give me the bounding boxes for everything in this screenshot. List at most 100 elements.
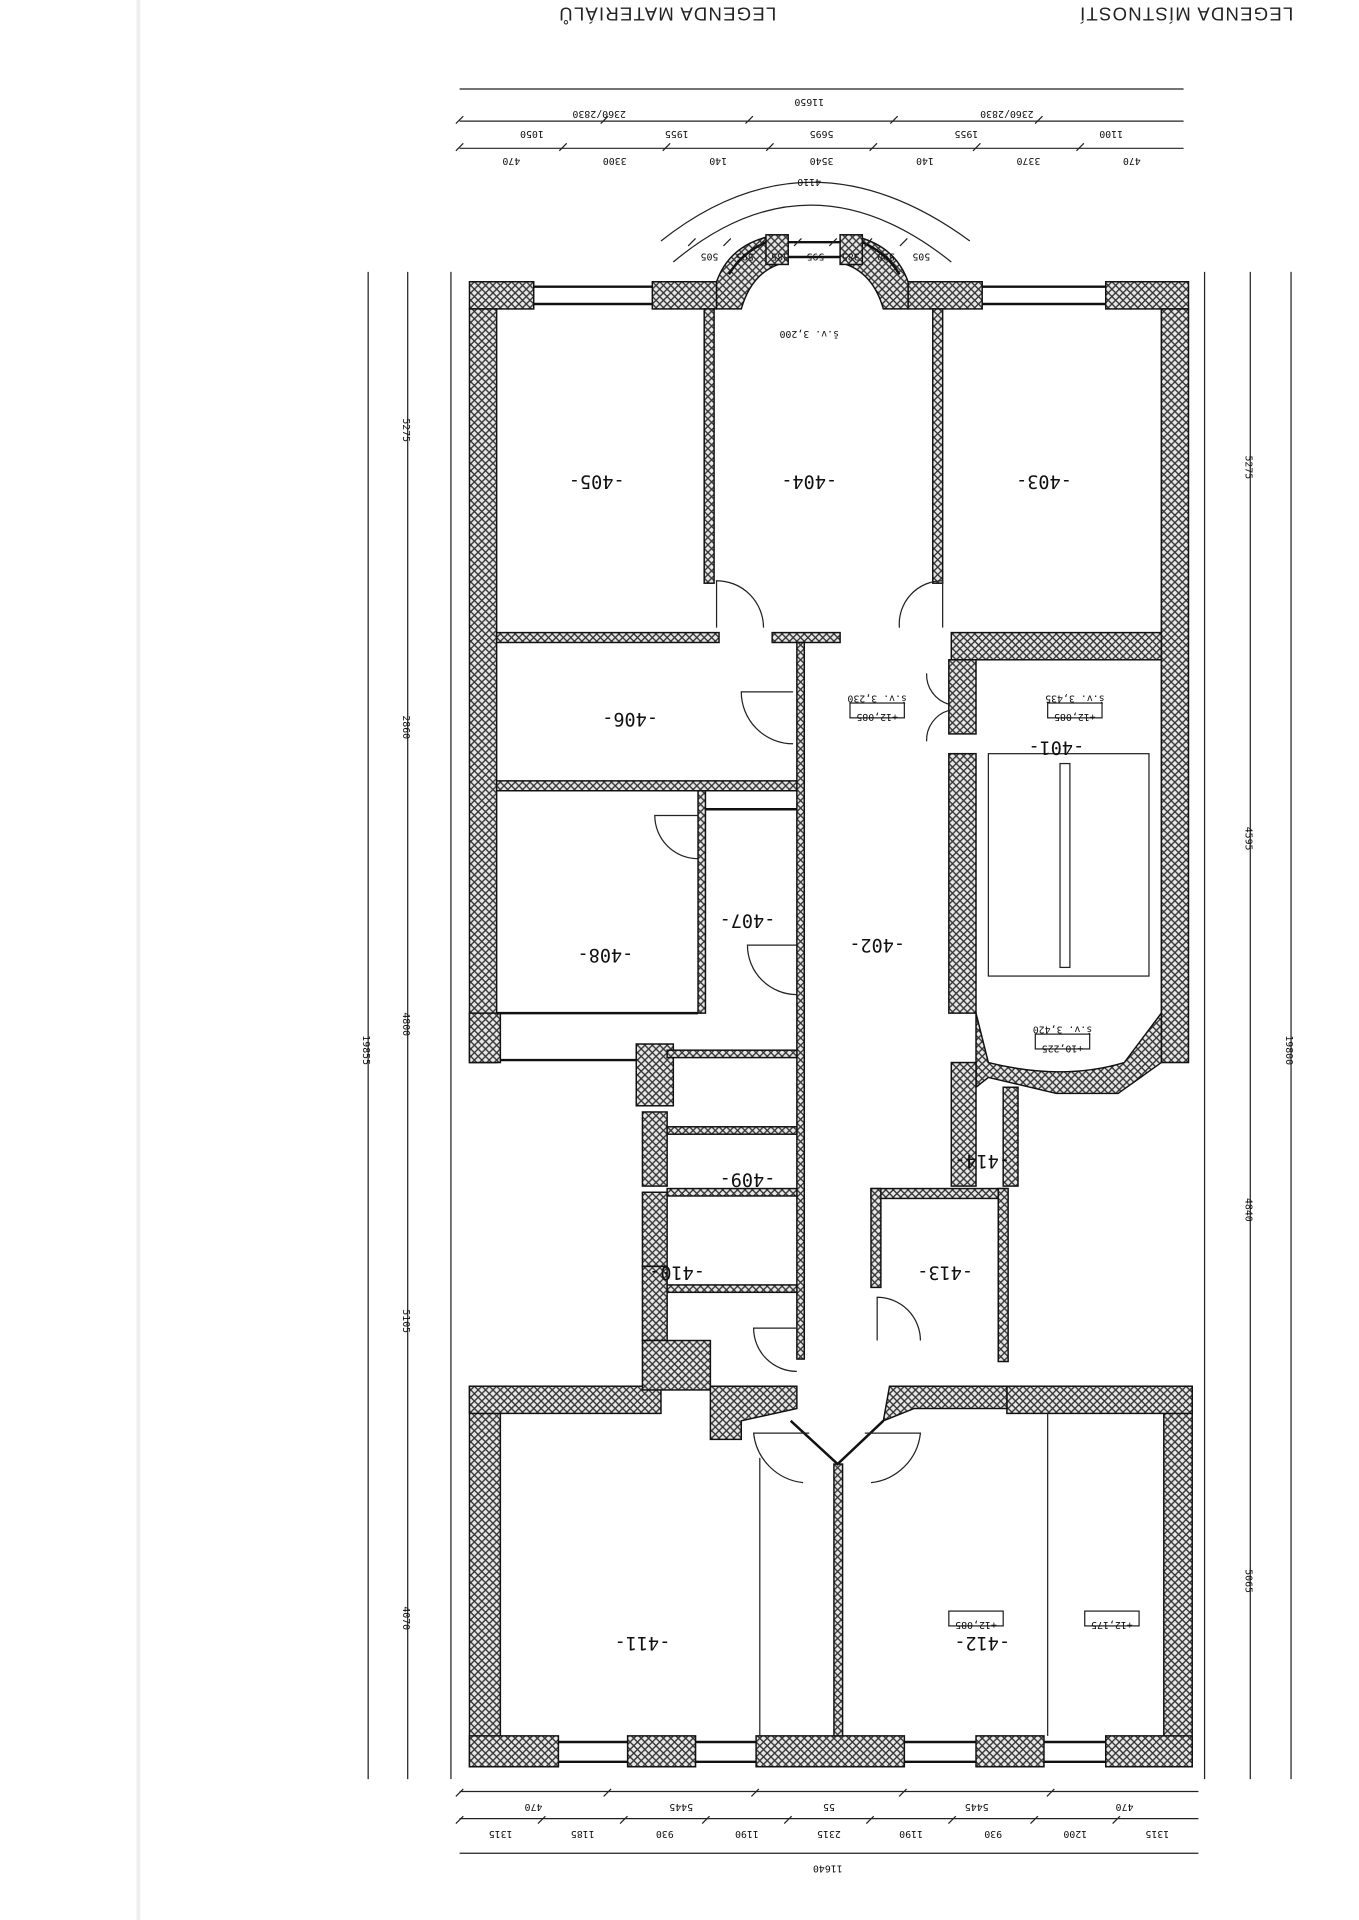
dimension-tick [687, 238, 696, 247]
dimension-tick [947, 1815, 957, 1825]
room-label-409: -409- [720, 1169, 776, 1190]
dimension-bay: 595 [736, 250, 754, 261]
room-label-406: -406- [602, 708, 658, 729]
dimension-tick [869, 142, 878, 152]
dimension-tick [745, 115, 754, 125]
dimension-right: 5275 [1242, 455, 1253, 479]
room-label-404: -404- [781, 471, 837, 492]
dimension-bay: 505 [912, 250, 930, 261]
room-label-405: -405- [569, 471, 625, 492]
dimension-tick [758, 238, 767, 247]
clear-height-label: š.v. 3,200 [779, 328, 839, 340]
dimension-tick [455, 115, 464, 125]
dimension-bottom: 1190 [899, 1828, 923, 1839]
dimension-tick [793, 238, 802, 247]
dimension-bottom: 930 [656, 1828, 674, 1839]
dimension-tick [783, 1815, 793, 1825]
dimension-tick [972, 142, 981, 152]
window-size-label: 2360/2830 [572, 108, 626, 119]
elevation-box [948, 1610, 1004, 1627]
dimension-top-walls: 3540 [810, 155, 834, 166]
dimension-bay: 385 [842, 250, 860, 261]
dimension-top: 1050 [520, 128, 544, 139]
dimension-bay: 385 [771, 250, 789, 261]
dimension-tick [455, 1788, 464, 1797]
dimension-left: 5275 [400, 418, 411, 442]
elevation-label: +12,085 [856, 711, 898, 722]
dimension-bottom: 1315 [489, 1828, 513, 1839]
room-label-407: -407- [720, 909, 776, 930]
elevation-box [1047, 702, 1103, 719]
dimension-bottom-walls: 470 [525, 1801, 543, 1812]
dimension-bottom-walls: 55 [823, 1801, 835, 1812]
dimension-tick [899, 238, 908, 247]
dimension-tick [1112, 1815, 1121, 1825]
room-label-410: -410- [649, 1261, 705, 1282]
walls [468, 234, 1193, 1768]
clear-height-label: š.v. 3,435 [1045, 693, 1105, 705]
dimension-tick [1034, 115, 1043, 125]
dimension-bottom: 1185 [571, 1828, 595, 1839]
dimension-tick [455, 1815, 464, 1825]
dimension-tick [1030, 1815, 1039, 1825]
dimension-tick [1046, 1788, 1055, 1797]
dimension-top: 1100 [1099, 128, 1123, 139]
dimension-left: 2860 [400, 715, 411, 739]
dimension-tick [898, 1788, 908, 1797]
elevation-label: +12,085 [955, 1619, 997, 1630]
room-label-414: -414- [954, 1150, 1010, 1171]
dimension-tick [750, 1788, 760, 1797]
dimension-right: 4595 [1242, 827, 1253, 851]
dimension-tick [537, 1815, 546, 1825]
elevation-label: +10,225 [1042, 1042, 1084, 1053]
dimension-tick [558, 142, 568, 152]
dimension-bottom-walls: 5445 [669, 1801, 693, 1812]
room-label-401: -401- [1028, 736, 1084, 757]
dimension-top: 1955 [665, 128, 689, 139]
dimension-top-walls: 140 [709, 155, 727, 166]
dimension-left-total: 19855 [360, 1035, 371, 1065]
dimension-tick [455, 142, 464, 152]
dimension-right-total: 19800 [1283, 1035, 1294, 1065]
dimension-tick [828, 238, 838, 247]
elevation-label: +12,175 [1091, 1619, 1133, 1630]
dimension-bay: 595 [806, 250, 824, 261]
clear-height-label: š.v. 3,230 [847, 693, 907, 705]
dimension-tick [865, 1815, 875, 1825]
dimension-top-total: 11650 [794, 96, 824, 107]
elevation-box [1034, 1033, 1091, 1050]
dimension-tick [662, 142, 671, 152]
dimension-lines [367, 88, 1292, 1854]
dimension-left: 4800 [400, 1012, 411, 1036]
elevation-label: +12,085 [1054, 711, 1096, 722]
dimension-bottom-walls: 470 [1116, 1801, 1134, 1812]
elevation-box [849, 702, 905, 719]
dimension-bottom: 930 [984, 1828, 1002, 1839]
dimension-bay-arc: 4110 [797, 176, 821, 187]
dimension-right: 5065 [1242, 1569, 1253, 1593]
dimension-bottom: 1200 [1063, 1828, 1087, 1839]
dimension-top-walls: 3370 [1016, 155, 1040, 166]
dimension-tick [603, 1788, 612, 1797]
dimension-tick [723, 238, 732, 247]
dimension-tick [600, 115, 609, 125]
dimension-tick [765, 142, 775, 152]
elevation-box [1084, 1610, 1140, 1627]
dimension-tick [1075, 142, 1085, 152]
room-label-402: -402- [849, 934, 905, 955]
dimension-tick [701, 1815, 710, 1825]
dimension-tick [619, 1815, 628, 1825]
dimension-top: 1955 [954, 128, 978, 139]
dimension-top: 5695 [810, 128, 834, 139]
dimension-bay: 590 [877, 250, 895, 261]
window-size-label: 2360/2830 [980, 108, 1034, 119]
legend-materials-title: LEGENDA MATERIÁLŮ [558, 3, 776, 24]
dimension-left: 5105 [400, 1309, 411, 1333]
dimension-top-walls: 140 [916, 155, 934, 166]
dimension-tick [889, 115, 899, 125]
dimension-top-walls: 470 [1123, 155, 1141, 166]
room-label-408: -408- [577, 944, 633, 965]
dimension-bottom: 1315 [1145, 1828, 1169, 1839]
dimension-right: 4840 [1242, 1198, 1253, 1222]
